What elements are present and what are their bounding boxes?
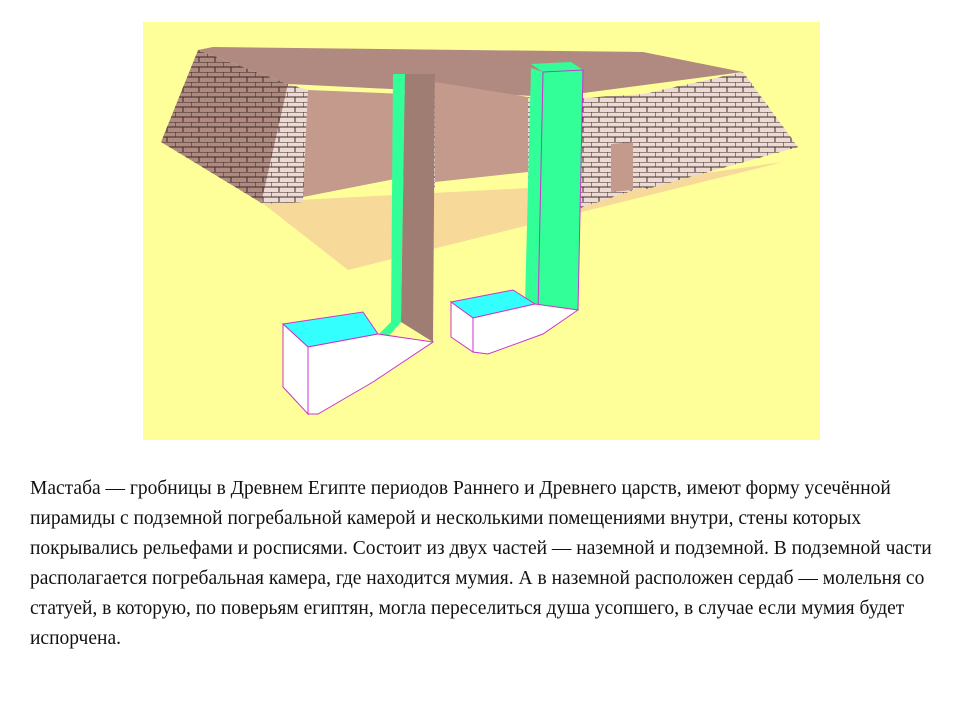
left-shaft — [371, 74, 405, 342]
serdab-niche — [611, 142, 633, 192]
left-outer-wall — [161, 50, 288, 204]
right-shaft-side — [537, 69, 584, 313]
right-chamber-side — [472, 303, 580, 355]
left-chamber-side — [307, 333, 435, 415]
left-inner-wall — [261, 84, 308, 204]
right-outer-wall — [643, 72, 798, 190]
mastaba-illustration — [143, 22, 820, 440]
slide-caption: Мастаба — гробницы в Древнем Египте пери… — [30, 478, 932, 649]
middle-room-wall — [435, 82, 528, 182]
floor-plane — [261, 162, 783, 270]
mastaba-roof — [198, 47, 743, 97]
right-shaft-top — [531, 62, 583, 72]
right-shaft — [525, 68, 543, 312]
left-room-wall — [303, 90, 405, 197]
left-shaft-wall — [401, 74, 435, 342]
